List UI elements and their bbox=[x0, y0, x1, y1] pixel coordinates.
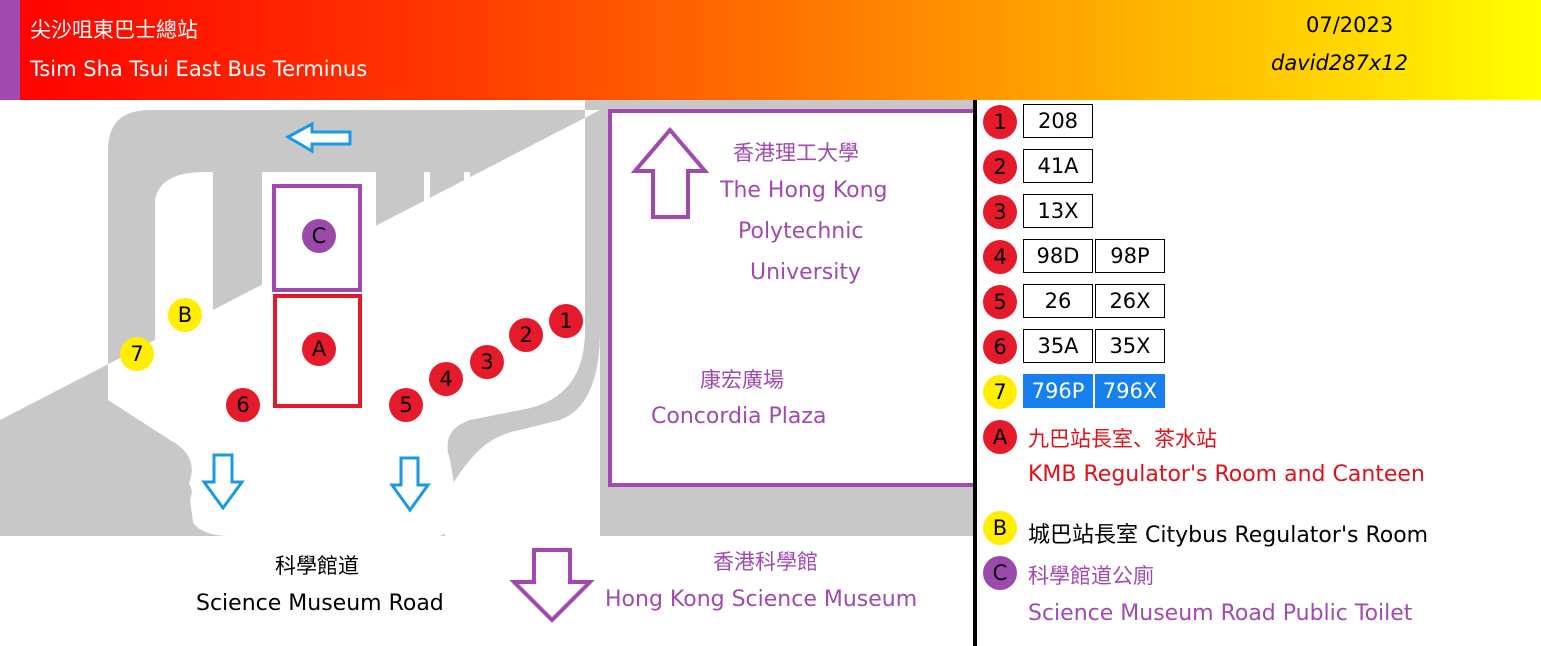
polyu-direction-arrow-icon bbox=[630, 126, 710, 219]
route-badge[interactable]: 26 bbox=[1023, 284, 1093, 318]
route-badge[interactable]: 35X bbox=[1095, 329, 1165, 363]
title-english: Tsim Sha Tsui East Bus Terminus bbox=[30, 57, 368, 81]
bay-line bbox=[424, 172, 430, 420]
route-badge-highlighted[interactable]: 796P bbox=[1023, 374, 1093, 408]
stop-marker-5[interactable]: 5 bbox=[389, 388, 423, 422]
direction-arrow-down-icon bbox=[389, 456, 431, 513]
bay-line bbox=[505, 172, 511, 398]
direction-arrow-left-icon bbox=[284, 121, 352, 154]
route-badge-highlighted[interactable]: 796X bbox=[1095, 374, 1165, 408]
route-badge[interactable]: 208 bbox=[1023, 104, 1093, 138]
stop-marker-3[interactable]: 3 bbox=[470, 345, 504, 379]
map-author: david287x12 bbox=[1271, 51, 1409, 75]
bay-line bbox=[544, 172, 550, 352]
road-name-zh: 科學館道 bbox=[275, 554, 359, 578]
polyu-label-en-1: The Hong Kong bbox=[720, 178, 888, 203]
stop-marker-4[interactable]: 4 bbox=[429, 362, 463, 396]
legend-stop-5: 5 bbox=[983, 285, 1017, 319]
facility-a-label-en: KMB Regulator's Room and Canteen bbox=[1028, 462, 1425, 487]
museum-label-zh: 香港科學館 bbox=[713, 550, 818, 574]
header-accent-stripe bbox=[0, 0, 20, 100]
stop-marker-2[interactable]: 2 bbox=[509, 318, 543, 352]
stop-marker-6[interactable]: 6 bbox=[226, 388, 260, 422]
legend-stop-3: 3 bbox=[983, 195, 1017, 229]
platform-bottom-right bbox=[442, 330, 600, 536]
facility-c-label-zh: 科學館道公廁 bbox=[1028, 564, 1154, 588]
title-chinese: 尖沙咀東巴士總站 bbox=[30, 18, 198, 42]
stop-marker-1[interactable]: 1 bbox=[549, 304, 583, 338]
concordia-label-zh: 康宏廣場 bbox=[700, 368, 784, 392]
legend-stop-1: 1 bbox=[983, 105, 1017, 139]
legend-facility-b: B bbox=[983, 511, 1017, 545]
header-banner: 尖沙咀東巴士總站 Tsim Sha Tsui East Bus Terminus… bbox=[0, 0, 1541, 100]
legend-stop-4: 4 bbox=[983, 240, 1017, 274]
legend-divider bbox=[973, 100, 977, 646]
polyu-label-en-3: University bbox=[750, 260, 861, 285]
route-badge[interactable]: 13X bbox=[1023, 194, 1093, 228]
facility-marker-c[interactable]: C bbox=[302, 219, 336, 253]
map-date: 07/2023 bbox=[1306, 13, 1394, 37]
bay-line bbox=[464, 172, 470, 408]
platform-left bbox=[155, 172, 213, 385]
polyu-label-zh: 香港理工大學 bbox=[733, 141, 859, 165]
legend-stop-2: 2 bbox=[983, 150, 1017, 184]
road-name-en: Science Museum Road bbox=[196, 591, 444, 616]
museum-label-en: Hong Kong Science Museum bbox=[605, 587, 918, 612]
route-badge[interactable]: 41A bbox=[1023, 149, 1093, 183]
museum-direction-arrow-icon bbox=[509, 548, 595, 623]
route-badge[interactable]: 98D bbox=[1023, 239, 1093, 273]
road-surface-left bbox=[0, 420, 195, 536]
polyu-label-en-2: Polytechnic bbox=[738, 219, 864, 244]
stop-marker-7[interactable]: 7 bbox=[120, 337, 154, 371]
route-badge[interactable]: 35A bbox=[1023, 329, 1093, 363]
route-badge[interactable]: 98P bbox=[1095, 239, 1165, 273]
legend-facility-a: A bbox=[983, 420, 1017, 454]
facility-marker-b[interactable]: B bbox=[168, 298, 202, 332]
facility-b-label: 城巴站長室 Citybus Regulator's Room bbox=[1028, 523, 1429, 548]
facility-a-label-zh: 九巴站長室、茶水站 bbox=[1028, 427, 1217, 451]
facility-marker-a[interactable]: A bbox=[302, 332, 336, 366]
route-badge[interactable]: 26X bbox=[1095, 284, 1165, 318]
legend-stop-7: 7 bbox=[983, 375, 1017, 409]
direction-arrow-down-icon bbox=[201, 453, 245, 511]
concordia-label-en: Concordia Plaza bbox=[651, 404, 827, 429]
legend-stop-6: 6 bbox=[983, 330, 1017, 364]
legend-facility-c: C bbox=[983, 556, 1017, 590]
facility-c-label-en: Science Museum Road Public Toilet bbox=[1028, 601, 1413, 626]
